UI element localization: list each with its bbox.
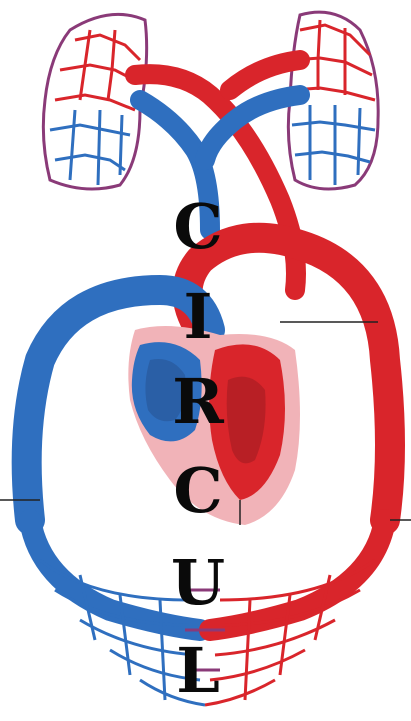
title-letter: U [171,546,225,619]
title-letter: R [172,365,224,438]
title-letter: I [183,280,212,353]
title-letter: C [173,190,222,263]
title-letter: L [176,634,220,707]
title-letter: C [173,454,222,527]
